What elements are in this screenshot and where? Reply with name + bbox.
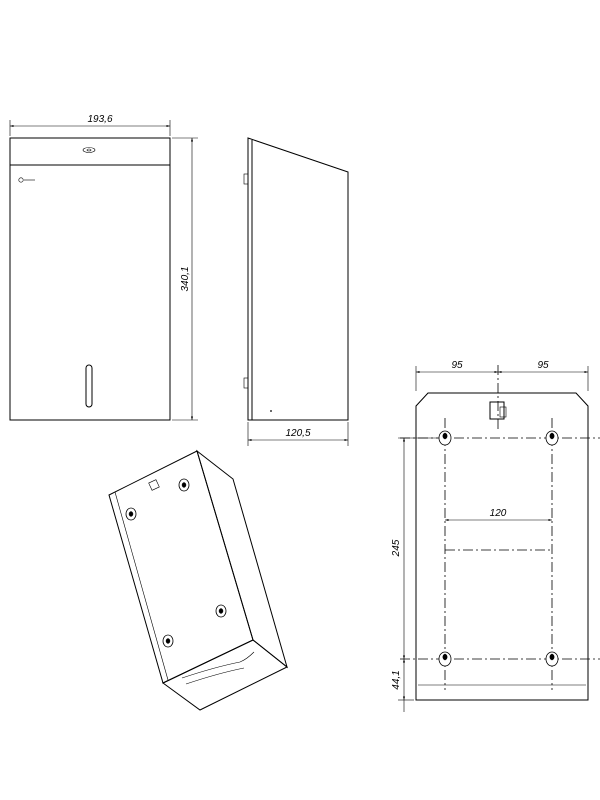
brand-logo-icon: [18, 177, 35, 183]
dim-side-depth: 120,5: [247, 422, 349, 446]
isometric-view: [108, 449, 288, 711]
iso-side-face: [196, 449, 288, 669]
side-rivet: [270, 410, 272, 412]
dim-back-bottom-label: 44,1: [391, 670, 402, 689]
side-top-hook: [243, 173, 249, 185]
side-body-outline: [247, 137, 349, 421]
dim-front-width-label: 193,6: [87, 114, 112, 125]
iso-lock-icon: [148, 479, 160, 491]
iso-mount-hole-3-icon: [215, 604, 227, 618]
dim-back-right-label: 95: [537, 360, 549, 371]
dim-front-height: 340,1: [172, 137, 198, 421]
dim-back-bottom: 44,1: [391, 659, 414, 712]
dim-side-depth-label: 120,5: [285, 428, 310, 439]
lock-icon: [82, 147, 96, 153]
iso-mount-hole-1-icon: [125, 507, 137, 521]
dim-back-hole-horizontal: 120: [445, 508, 552, 522]
dim-back-left-label: 95: [451, 360, 463, 371]
back-view: 95 95 120 245 44,1: [391, 360, 600, 712]
dim-back-hole-vertical: 245: [391, 437, 438, 659]
iso-mount-hole-2-icon: [178, 478, 190, 492]
back-plate-outline: [415, 392, 589, 701]
iso-bottom-face: [162, 639, 288, 711]
dim-front-height-label: 340,1: [180, 266, 191, 291]
back-lock-tab: [489, 401, 507, 420]
side-bottom-hook: [243, 377, 249, 389]
iso-edge-line: [114, 491, 169, 681]
back-mount-hole-top-right-icon: [545, 430, 559, 446]
front-body-outline: [9, 137, 171, 421]
dim-back-top: 95 95: [415, 360, 589, 391]
side-view: 120,5: [243, 137, 349, 446]
back-mount-hole-bottom-left-icon: [438, 651, 452, 667]
viewing-slot: [85, 364, 93, 408]
dim-back-hole-horizontal-label: 120: [490, 508, 507, 519]
dim-front-width: 193,6: [9, 114, 171, 136]
front-view: 193,6 340,1: [9, 114, 198, 421]
back-mount-hole-top-left-icon: [438, 430, 452, 446]
iso-mount-hole-4-icon: [162, 634, 174, 648]
dim-back-hole-vertical-label: 245: [391, 539, 402, 557]
back-mount-hole-bottom-right-icon: [545, 651, 559, 667]
iso-dispensing-slot: [181, 651, 255, 679]
